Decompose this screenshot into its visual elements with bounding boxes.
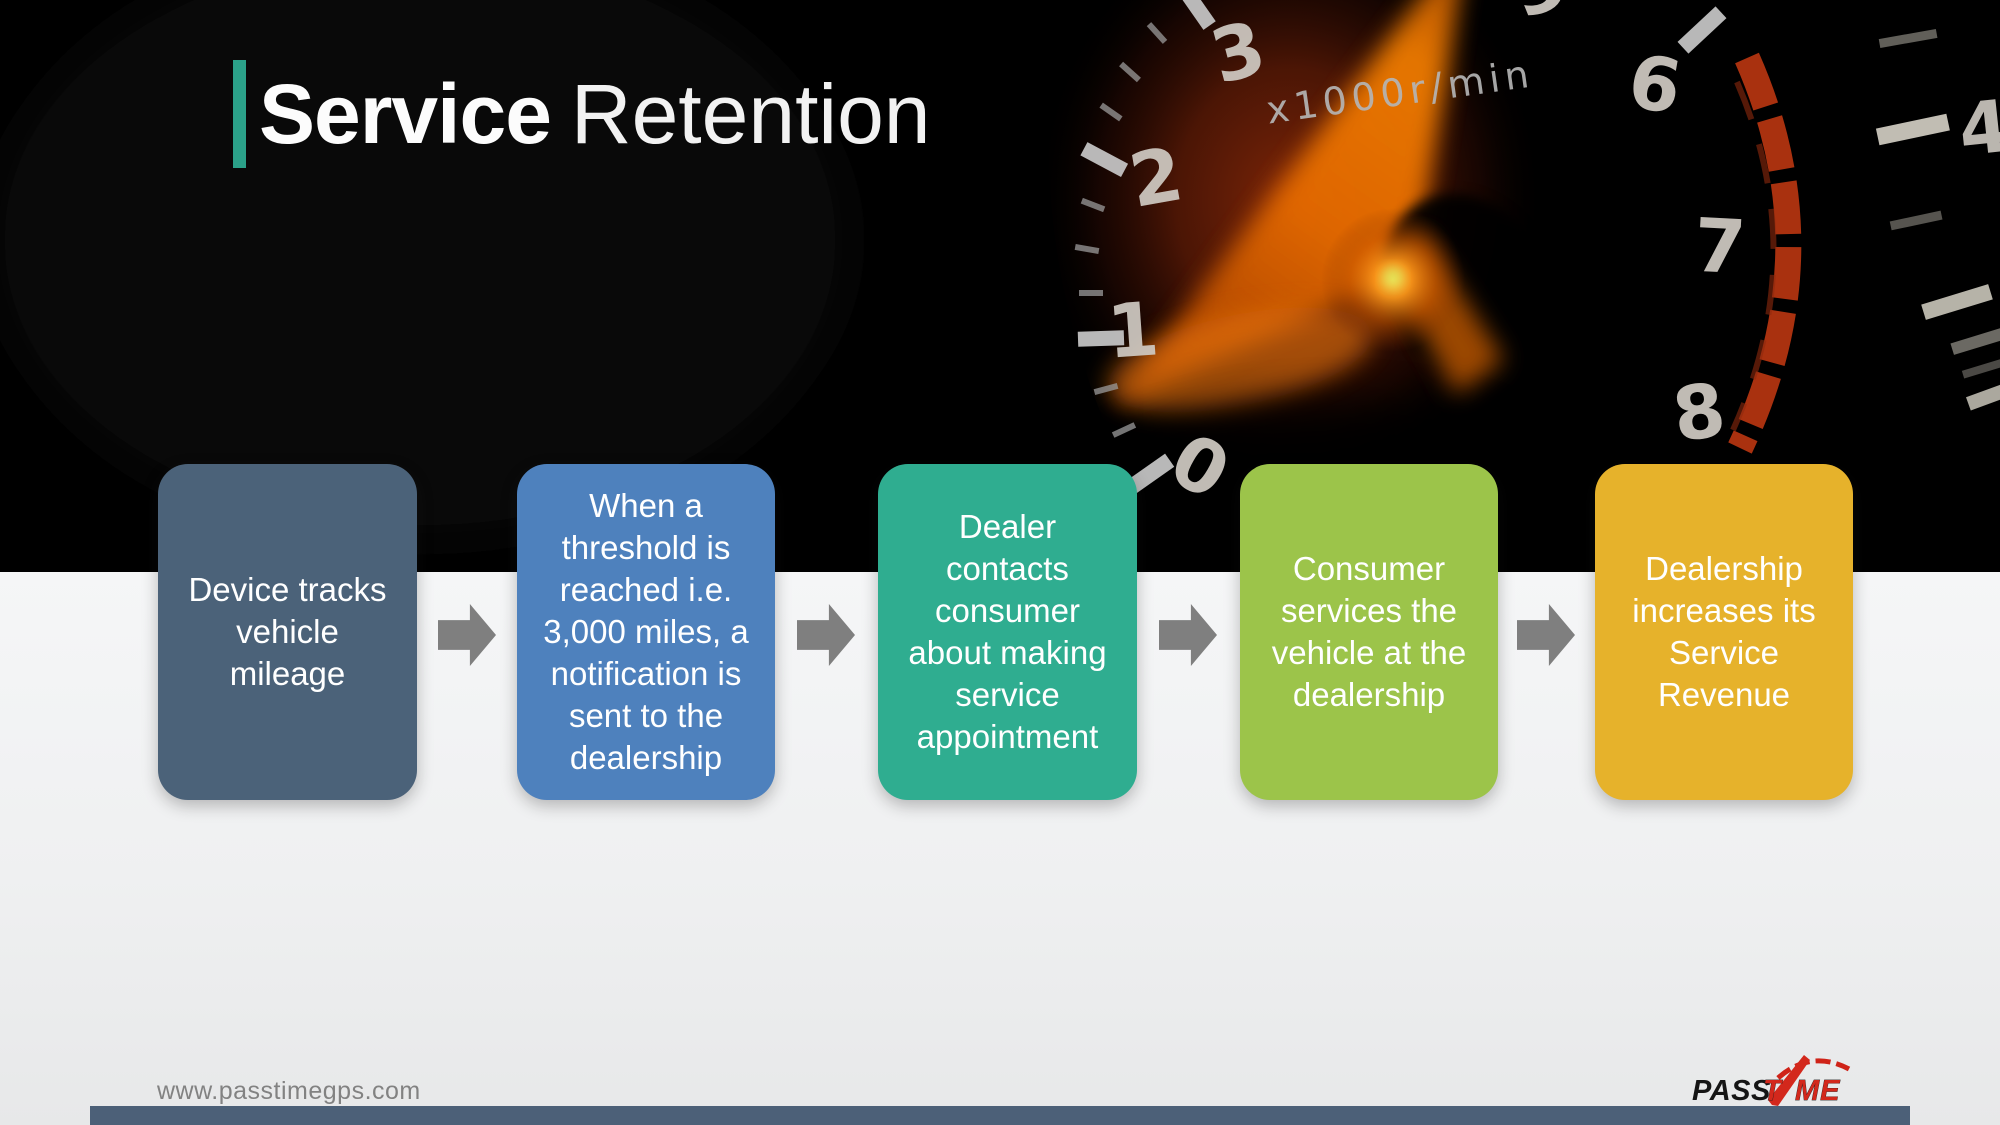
dial-number: 1	[1104, 286, 1161, 375]
side-gauge-number: 4	[1955, 84, 2000, 173]
redline-outer	[1728, 52, 1802, 454]
step-line: reached i.e.	[559, 571, 733, 608]
step-text: Dealership increases its Service Revenue	[1632, 548, 1815, 716]
logo-needle-icon	[1768, 1055, 1810, 1106]
step-line: 3,000 miles, a	[543, 613, 749, 650]
step-line: increases its	[1632, 592, 1816, 629]
title-regular-text: Retention	[570, 67, 931, 161]
tach-needle-blur	[1115, 0, 1470, 405]
tick-major	[1177, 0, 1216, 30]
tach-major-ticks	[1077, 0, 1727, 495]
step-line: sent to the	[568, 697, 724, 734]
flare-green-dot	[1384, 268, 1402, 286]
step-line: Device tracks	[188, 571, 387, 608]
title-bold-text: Service	[259, 67, 552, 161]
tick-major	[1677, 6, 1727, 54]
tick-minor	[1079, 290, 1103, 296]
step-line: Dealer	[958, 508, 1057, 545]
tick-minor	[1099, 102, 1123, 122]
slide-title: Service Retention	[233, 60, 931, 168]
photo-vignette	[0, 0, 850, 540]
side-gauge-tick	[1889, 210, 1943, 231]
tick-minor	[1080, 197, 1106, 213]
title-accent-bar	[233, 60, 246, 168]
logo-text-pass: PASS	[1692, 1075, 1771, 1107]
header-photo-region: 0 1 2 3 5 6 7 8 x1000r/min 4	[0, 0, 2000, 572]
side-gauge-tick	[1921, 284, 1993, 320]
step-line: threshold is	[561, 529, 731, 566]
step-line: notification is	[550, 655, 742, 692]
tick-minor	[1093, 382, 1119, 396]
side-gauge-tick	[1875, 113, 1950, 146]
tick-minor	[1146, 22, 1168, 44]
step-line: Service	[1668, 634, 1780, 671]
tach-redline-arc	[1728, 52, 1802, 454]
step-line: Revenue	[1657, 676, 1791, 713]
step-line: Dealership	[1645, 550, 1803, 587]
side-gauge-tick	[1878, 29, 1938, 48]
needle-lower-glow	[1107, 307, 1373, 413]
tach-minor-ticks	[1074, 22, 1168, 438]
side-gauge-tick	[1961, 357, 2000, 379]
step-line: When a	[589, 487, 703, 524]
step-text: When a threshold is reached i.e. 3,000 m…	[543, 485, 748, 779]
step-line: Consumer	[1292, 550, 1446, 587]
process-step-3: Dealer contacts consumer about making se…	[878, 464, 1137, 800]
footer-accent-bar	[90, 1106, 1910, 1125]
dial-number: 8	[1668, 367, 1731, 459]
step-line: vehicle at the	[1271, 634, 1467, 671]
step-line: consumer	[935, 592, 1080, 629]
side-gauge-tick	[1965, 381, 2000, 411]
tick-minor	[1074, 243, 1100, 255]
step-line: dealership	[1292, 676, 1446, 713]
step-line: services the	[1280, 592, 1458, 629]
process-step-4: Consumer services the vehicle at the dea…	[1240, 464, 1498, 800]
dial-number: 7	[1692, 203, 1748, 292]
step-line: contacts	[946, 550, 1069, 587]
logo-text-me: ME	[1795, 1075, 1841, 1107]
passtime-logo: PASS T ME	[1692, 1055, 1851, 1107]
step-text: Dealer contacts consumer about making se…	[908, 506, 1106, 758]
step-line: appointment	[916, 718, 1099, 755]
side-gauge: 4	[1875, 29, 2000, 411]
side-gauge-tick	[1950, 327, 2000, 355]
tick-major	[1080, 142, 1129, 177]
step-line: mileage	[229, 655, 346, 692]
step-line: vehicle	[236, 613, 339, 650]
step-line: about making	[908, 634, 1107, 671]
step-line: service	[955, 676, 1060, 713]
process-step-2: When a threshold is reached i.e. 3,000 m…	[517, 464, 775, 800]
tick-major	[1077, 330, 1125, 347]
tick-minor	[1111, 422, 1137, 438]
step-text: Device tracks vehicle mileage	[188, 569, 386, 695]
tick-major	[1125, 453, 1175, 495]
logo-gauge-arc	[1776, 1058, 1851, 1080]
process-step-1: Device tracks vehicle mileage	[158, 464, 417, 800]
tick-minor	[1119, 61, 1141, 83]
footer-website-url[interactable]: www.passtimegps.com	[157, 1077, 421, 1105]
step-line: dealership	[569, 739, 723, 776]
step-text: Consumer services the vehicle at the dea…	[1272, 548, 1466, 716]
logo-text-t: T	[1763, 1075, 1783, 1107]
process-step-5: Dealership increases its Service Revenue	[1595, 464, 1853, 800]
